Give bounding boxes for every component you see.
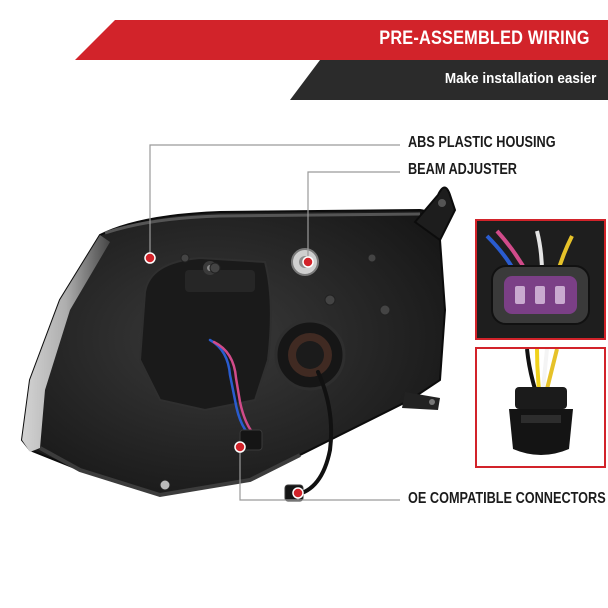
callout-beam-label: BEAM ADJUSTER bbox=[408, 161, 517, 178]
socket-connector-image bbox=[477, 349, 604, 466]
inset-socket-connector bbox=[475, 347, 606, 468]
banner-subtitle: Make installation easier bbox=[444, 70, 596, 87]
rear-dust-cover bbox=[138, 256, 272, 412]
callout-connectors-label: OE COMPATIBLE CONNECTORS bbox=[408, 490, 606, 507]
inset-harness-connector bbox=[475, 219, 606, 340]
callout-markers bbox=[144, 252, 314, 499]
wiring-harness bbox=[208, 338, 334, 502]
banner-title: PRE-ASSEMBLED WIRING bbox=[379, 28, 590, 49]
banner-red-stripe bbox=[75, 20, 608, 60]
housing-bolts bbox=[159, 253, 391, 491]
harness-connector-image bbox=[477, 221, 604, 338]
banner-dark-stripe bbox=[290, 60, 608, 100]
callout-housing-label: ABS PLASTIC HOUSING bbox=[408, 134, 556, 151]
bulb-access-cap bbox=[274, 319, 346, 391]
